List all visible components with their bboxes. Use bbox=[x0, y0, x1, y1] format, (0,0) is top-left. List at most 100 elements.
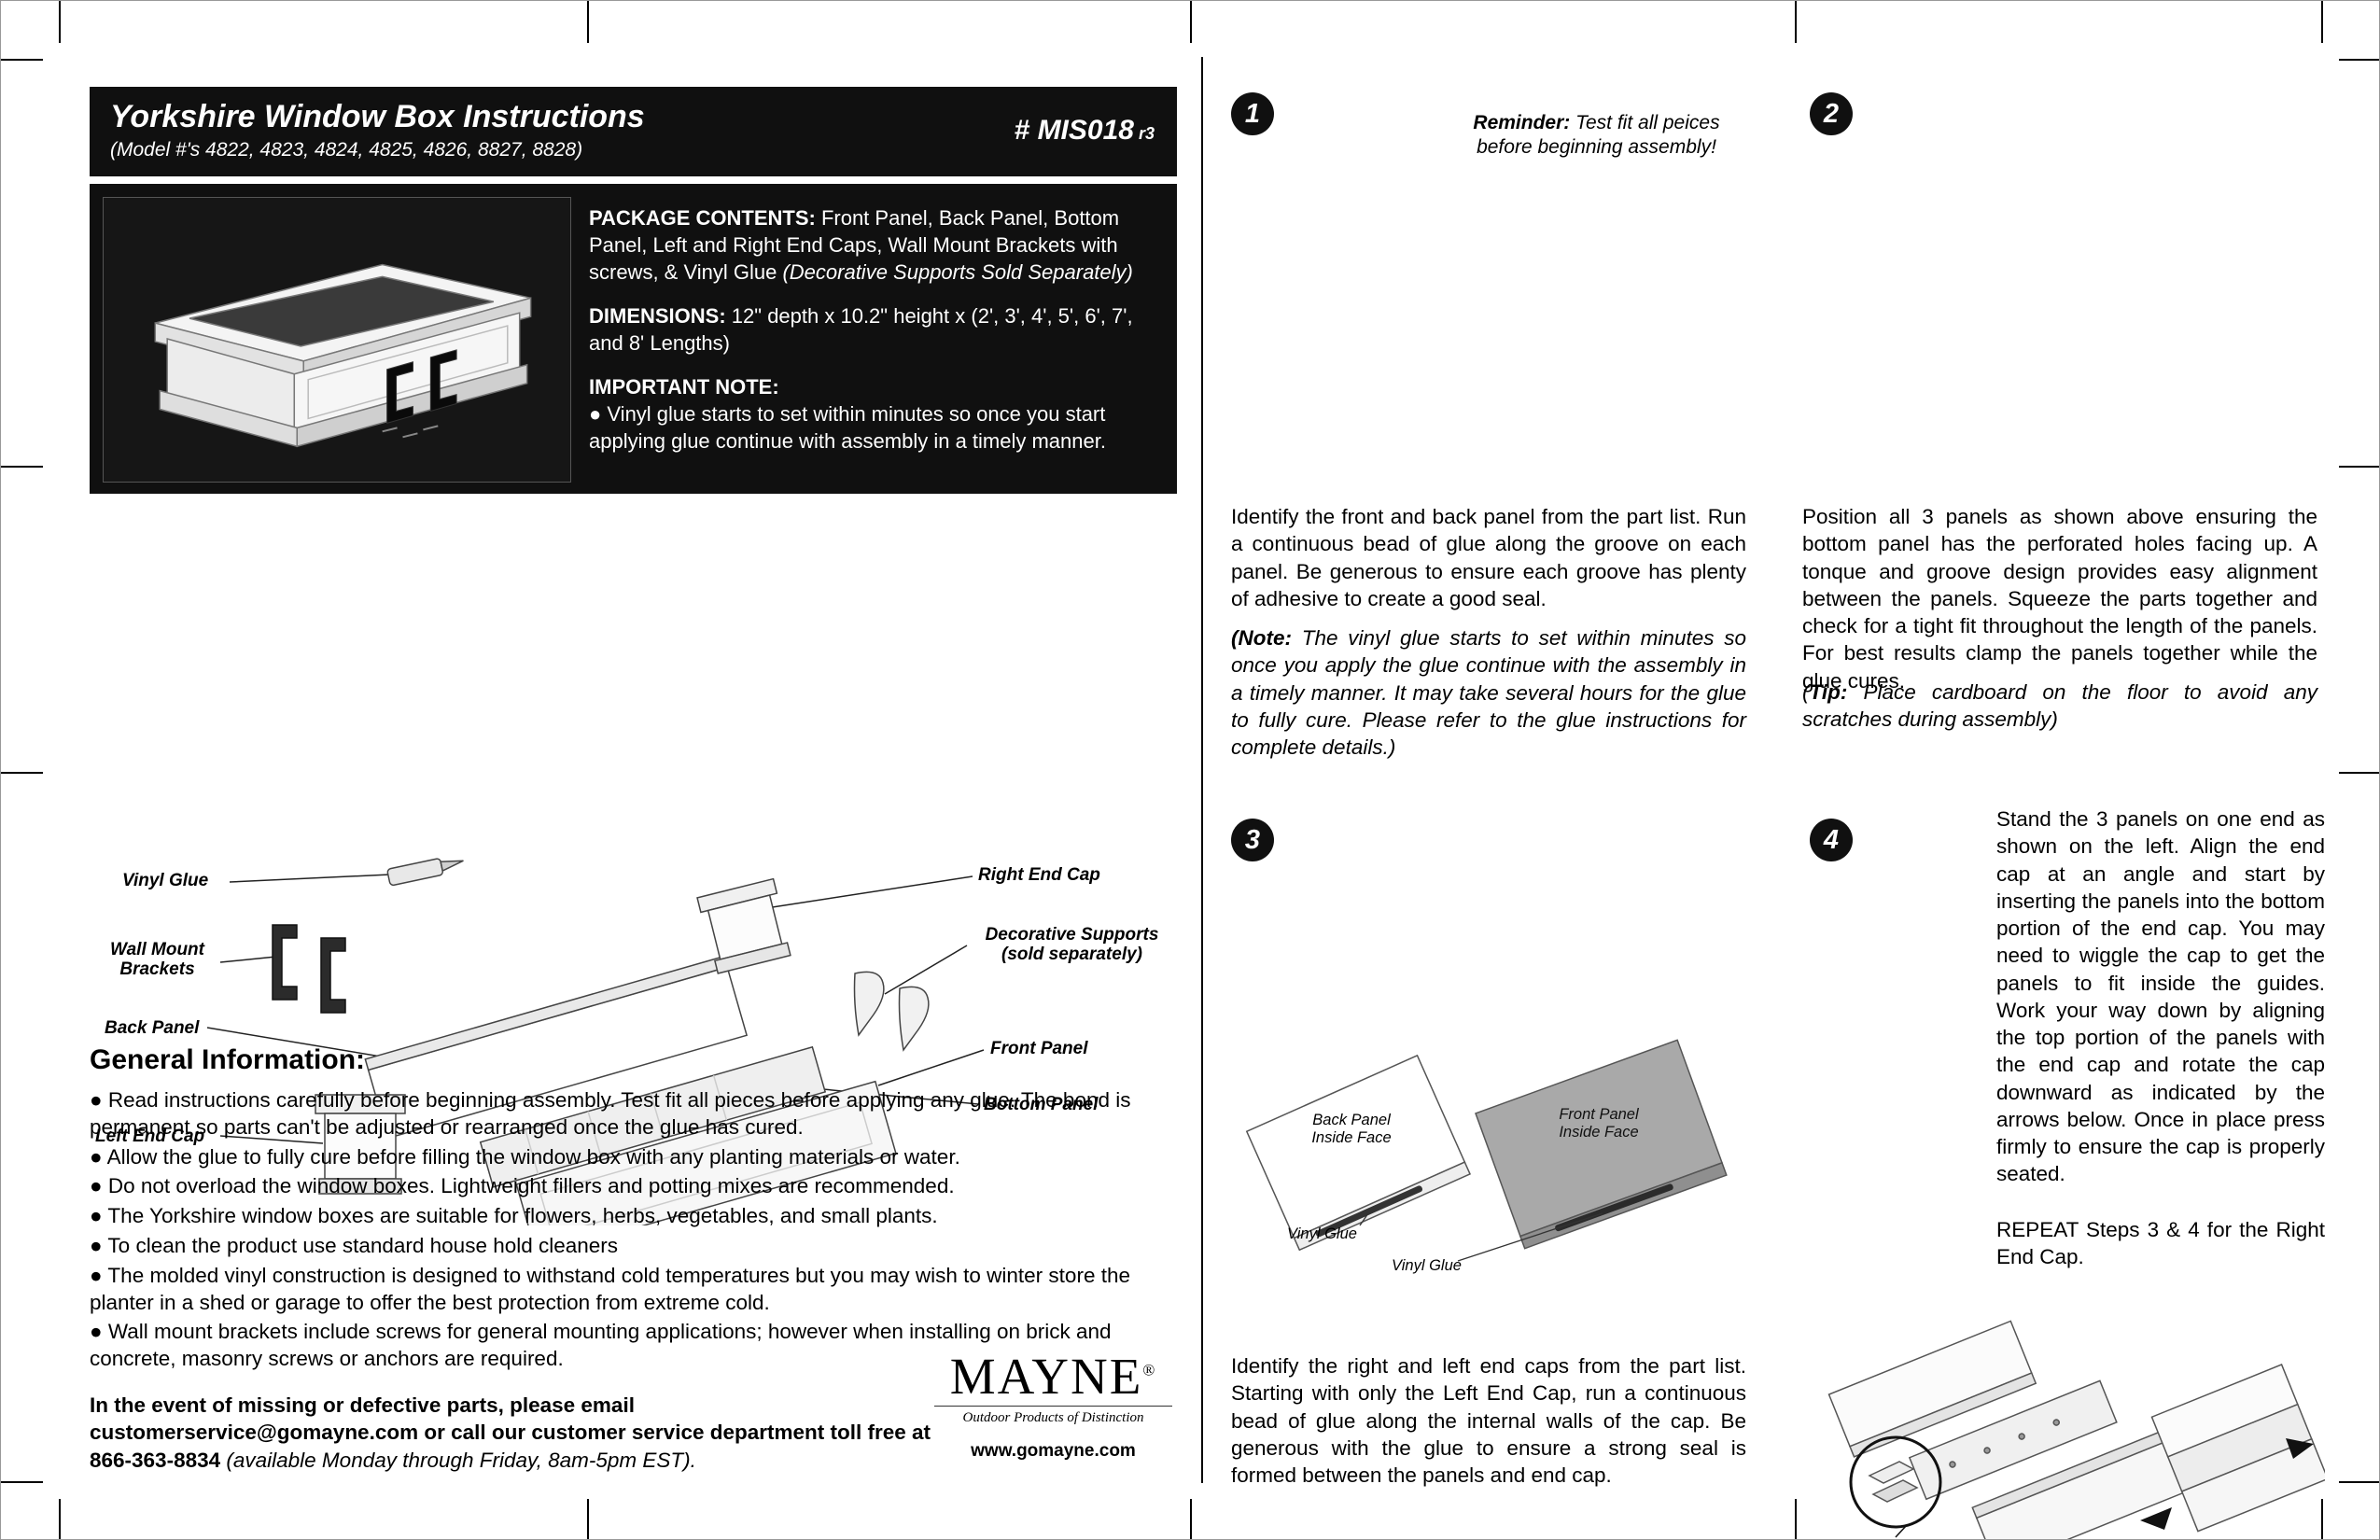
label-bottom-panel: Bottom Panel bbox=[984, 1095, 1099, 1114]
brand-tagline: Outdoor Products of Distinction bbox=[934, 1406, 1172, 1426]
step-4-body: Stand the 3 panels on one end as shown o… bbox=[1996, 807, 2325, 1186]
dimensions-label: DIMENSIONS: bbox=[589, 304, 726, 329]
exploded-diagram-art bbox=[206, 858, 985, 1257]
general-bullet: ● Allow the glue to fully cure before fi… bbox=[90, 1144, 960, 1169]
general-bullet: ● Wall mount brackets include screws for… bbox=[90, 1320, 1112, 1371]
brand-name: MAYNE bbox=[949, 1348, 1143, 1405]
product-photo bbox=[103, 197, 571, 483]
package-contents-text: Front Panel, Back Panel, Bottom Panel, L… bbox=[589, 206, 1120, 285]
brand-block: MAYNE® Outdoor Products of Distinction w… bbox=[934, 1351, 1172, 1462]
crop-mark bbox=[2321, 1499, 2323, 1539]
registered-mark: ® bbox=[1142, 1361, 1157, 1379]
tip-text: Place cardboard on the floor to avoid an… bbox=[1802, 680, 2317, 732]
crop-mark bbox=[2339, 1481, 2379, 1483]
step-1-reminder: Reminder: Test fit all peices before beg… bbox=[1449, 111, 1743, 161]
crop-mark bbox=[1795, 1499, 1797, 1539]
label-wall-mount-brackets: Wall Mount Brackets bbox=[110, 940, 204, 980]
step-4-repeat: REPEAT Steps 3 & 4 for the Right End Cap… bbox=[1996, 1217, 2325, 1268]
tip-label: Tip: bbox=[1809, 680, 1848, 704]
crop-mark bbox=[1, 772, 43, 774]
crop-mark bbox=[1795, 1, 1797, 43]
important-note-label: IMPORTANT NOTE: bbox=[589, 375, 779, 399]
column-divider bbox=[1201, 57, 1203, 1483]
label-back-panel: Back Panel bbox=[105, 1018, 200, 1038]
crop-mark bbox=[1, 466, 43, 468]
part-number: # MIS018 r3 bbox=[1015, 115, 1155, 147]
label-decorative-supports: Decorative Supports (sold separately) bbox=[972, 925, 1172, 965]
window-box-illustration bbox=[104, 198, 568, 480]
crop-mark bbox=[1, 1481, 43, 1483]
label-front-panel: Front Panel bbox=[990, 1039, 1088, 1058]
package-contents-paragraph: PACKAGE CONTENTS: Front Panel, Back Pane… bbox=[589, 204, 1160, 286]
step-2-diagram: Tongue and Groove bbox=[1802, 1291, 2329, 1539]
step-1-body: Identify the front and back panel from t… bbox=[1231, 505, 1746, 610]
label-vinyl-glue-2: Vinyl Glue bbox=[1392, 1257, 1462, 1274]
glue-tube-art bbox=[386, 858, 464, 887]
label-back-panel-inside-face: Back Panel Inside Face bbox=[1311, 1112, 1392, 1147]
crop-mark bbox=[587, 1499, 589, 1539]
reminder-label: Reminder: bbox=[1473, 112, 1571, 133]
revision-text: r3 bbox=[1133, 124, 1155, 143]
step-4-text: Stand the 3 panels on one end as shown o… bbox=[1996, 805, 2325, 1270]
step-3-body: Identify the right and left end caps fro… bbox=[1231, 1354, 1746, 1487]
label-left-end-cap: Left End Cap bbox=[95, 1127, 205, 1146]
step-1-diagram: Back Panel Inside Face Front Panel Insid… bbox=[1231, 992, 1768, 1314]
step-2-diagram-art bbox=[1827, 1320, 2329, 1539]
crop-mark bbox=[59, 1, 61, 43]
label-decorative-supports-line2: (sold separately) bbox=[1001, 945, 1142, 965]
general-bullet: ● To clean the product use standard hous… bbox=[90, 1233, 619, 1257]
package-contents-note: (Decorative Supports Sold Separately) bbox=[782, 260, 1133, 285]
label-vinyl-glue: Vinyl Glue bbox=[122, 871, 209, 890]
back-panel-art bbox=[364, 955, 749, 1140]
front-panel-art bbox=[515, 1080, 897, 1257]
label-decorative-supports-line1: Decorative Supports bbox=[985, 925, 1159, 945]
label-vinyl-glue-1: Vinyl Glue bbox=[1287, 1225, 1357, 1242]
crop-mark bbox=[2339, 772, 2379, 774]
crop-mark bbox=[2321, 1, 2323, 43]
general-information: General Information: ● Read instructions… bbox=[90, 1044, 1170, 1376]
general-information-list: ● Read instructions carefully before beg… bbox=[90, 1087, 1170, 1373]
important-note-text: ● Vinyl glue starts to set within minute… bbox=[589, 402, 1106, 454]
reminder-text: Test fit all peices before beginning ass… bbox=[1477, 112, 1720, 159]
left-end-cap-art bbox=[315, 1094, 406, 1195]
general-bullet: ● Do not overload the window boxes. Ligh… bbox=[90, 1174, 955, 1198]
brand-logo: MAYNE® bbox=[934, 1351, 1172, 1402]
label-right-end-cap: Right End Cap bbox=[978, 865, 1100, 885]
bottom-panel-art bbox=[479, 1045, 827, 1188]
note-text: The vinyl glue starts to set within minu… bbox=[1231, 626, 1746, 759]
general-information-heading: General Information: bbox=[90, 1044, 366, 1075]
step-2-tip: (Tip: Place cardboard on the floor to av… bbox=[1802, 679, 2317, 734]
step-1-diagram-art bbox=[1245, 1039, 1728, 1262]
crop-mark bbox=[2339, 466, 2379, 468]
part-number-text: # MIS018 bbox=[1014, 115, 1134, 146]
crop-mark bbox=[587, 1, 589, 43]
crop-mark bbox=[1, 59, 43, 61]
label-front-panel-inside-face: Front Panel Inside Face bbox=[1559, 1106, 1639, 1141]
step-3-badge: 3 bbox=[1231, 819, 1274, 861]
step-1-badge: 1 bbox=[1231, 92, 1274, 135]
note-label: (Note: bbox=[1231, 626, 1292, 650]
step-4-badge: 4 bbox=[1810, 819, 1853, 861]
crop-mark bbox=[2339, 59, 2379, 61]
right-end-cap-art bbox=[696, 877, 791, 974]
crop-mark bbox=[1190, 1, 1192, 43]
wall-brackets-art bbox=[272, 924, 346, 1014]
contact-text: In the event of missing or defective par… bbox=[90, 1393, 931, 1472]
general-bullet: ● The molded vinyl construction is desig… bbox=[90, 1263, 1130, 1314]
brand-website: www.gomayne.com bbox=[971, 1441, 1136, 1461]
general-bullet: ● Read instructions carefully before beg… bbox=[90, 1088, 1131, 1139]
step-1-note: (Note: The vinyl glue starts to set with… bbox=[1231, 624, 1746, 761]
dimensions-paragraph: DIMENSIONS: 12" depth x 10.2" height x (… bbox=[589, 302, 1160, 357]
contact-block: In the event of missing or defective par… bbox=[90, 1392, 962, 1474]
crop-mark bbox=[59, 1499, 61, 1539]
dimensions-text: 12" depth x 10.2" height x (2', 3', 4', … bbox=[589, 304, 1133, 356]
decorative-supports-art bbox=[853, 971, 930, 1052]
package-contents-label: PACKAGE CONTENTS: bbox=[589, 206, 816, 230]
step-2-body: Position all 3 panels as shown above ens… bbox=[1802, 505, 2317, 693]
crop-mark bbox=[1190, 1499, 1192, 1539]
package-text: PACKAGE CONTENTS: Front Panel, Back Pane… bbox=[589, 204, 1160, 455]
header-bar: Yorkshire Window Box Instructions (Model… bbox=[90, 87, 1177, 176]
contact-hours: (available Monday through Friday, 8am-5p… bbox=[226, 1448, 696, 1472]
exploded-diagram: Vinyl Glue Wall Mount Brackets Back Pane… bbox=[90, 815, 1177, 1257]
